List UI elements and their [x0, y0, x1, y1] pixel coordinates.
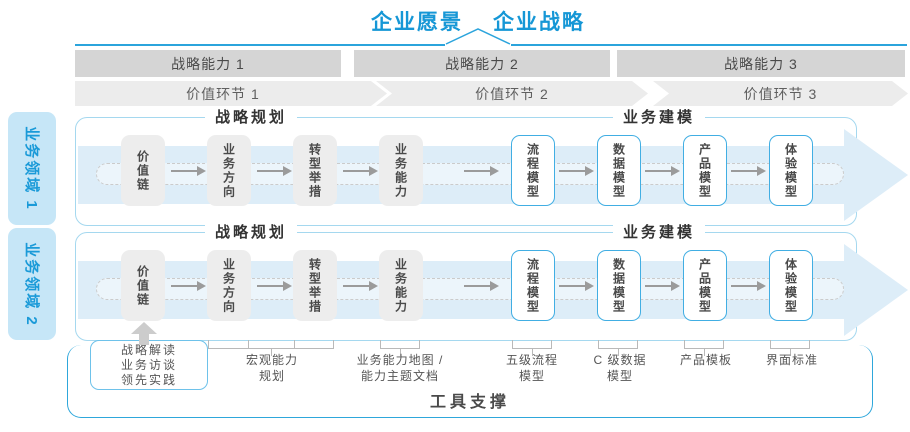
flow-arrow-icon — [257, 166, 292, 176]
node-transformation-initiatives: 转型举措 — [293, 250, 337, 321]
value-stream-arrowhead-icon — [844, 244, 908, 336]
connector-line-left — [75, 44, 445, 46]
capability-bar-label: 战略能力 3 — [724, 55, 798, 72]
panel-business-domain-2: 战略规划 业务建模 价值链 业务方向 转型举措 业务能力 流程模型 数据模型 产… — [75, 222, 908, 341]
section-title-business-modeling: 业务建模 — [612, 107, 706, 128]
node-business-capability: 业务能力 — [379, 250, 423, 321]
section-title-strategic-planning: 战略规划 — [204, 222, 298, 243]
capability-bar-3: 战略能力 3 — [617, 50, 905, 77]
bracket-connector — [380, 340, 420, 356]
tool-support-label: 工具支撑 — [429, 394, 510, 411]
bracket-connector — [684, 340, 724, 356]
value-link-chevron-3: 价值环节 3 — [653, 81, 908, 106]
node-experience-model: 体验模型 — [769, 135, 813, 206]
flow-arrow-icon — [464, 166, 499, 176]
bracket-connector — [208, 340, 334, 356]
value-stream-arrowhead-icon — [844, 129, 908, 221]
node-business-capability: 业务能力 — [379, 135, 423, 206]
capability-bar-1: 战略能力 1 — [75, 50, 341, 77]
domain-tab-label: 业务领域 2 — [22, 241, 40, 327]
domain-tab-1: 业务领域 1 — [8, 112, 56, 225]
flow-arrow-icon — [731, 281, 766, 291]
value-link-label: 价值环节 1 — [186, 85, 260, 102]
node-business-direction: 业务方向 — [207, 135, 251, 206]
bracket-connector — [770, 340, 810, 356]
flow-arrow-icon — [257, 281, 292, 291]
node-value-chain: 价值链 — [121, 135, 165, 206]
vision-title: 企业愿景 — [371, 11, 463, 34]
node-experience-model: 体验模型 — [769, 250, 813, 321]
value-link-chevron-1: 价值环节 1 — [75, 81, 387, 106]
section-title-strategic-planning: 战略规划 — [204, 107, 298, 128]
up-arrow-icon — [131, 322, 157, 345]
node-business-direction: 业务方向 — [207, 250, 251, 321]
section-title-business-modeling: 业务建模 — [612, 222, 706, 243]
flow-arrow-icon — [343, 281, 378, 291]
domain-tab-label: 业务领域 1 — [22, 126, 40, 211]
flow-arrow-icon — [559, 166, 594, 176]
node-value-chain: 价值链 — [121, 250, 165, 321]
annotation-data-model: C 级数据 模型 — [593, 353, 647, 383]
tool-support-container: 工具支撑 — [67, 345, 873, 418]
node-product-model: 产品模型 — [683, 135, 727, 206]
annotation-macro-capability: 宏观能力 规划 — [245, 353, 299, 383]
node-product-model: 产品模型 — [683, 250, 727, 321]
node-data-model: 数据模型 — [597, 250, 641, 321]
strategy-title: 企业战略 — [493, 11, 585, 34]
capability-bar-label: 战略能力 2 — [445, 55, 519, 72]
flow-arrow-icon — [645, 166, 680, 176]
annotation-ui-standard: 界面标准 — [765, 353, 819, 367]
node-transformation-initiatives: 转型举措 — [293, 135, 337, 206]
flow-arrow-icon — [464, 281, 499, 291]
capability-bar-label: 战略能力 1 — [171, 55, 245, 72]
practice-callout: 战略解读 业务访谈 领先实践 — [90, 340, 208, 390]
capability-bar-2: 战略能力 2 — [354, 50, 610, 77]
value-link-label: 价值环节 2 — [475, 85, 549, 102]
value-link-label: 价值环节 3 — [743, 85, 818, 102]
flow-arrow-icon — [645, 281, 680, 291]
annotation-product-template: 产品模板 — [679, 353, 733, 367]
flow-arrow-icon — [559, 281, 594, 291]
node-data-model: 数据模型 — [597, 135, 641, 206]
bracket-connector — [598, 340, 638, 356]
flow-arrow-icon — [171, 166, 206, 176]
flow-arrow-icon — [731, 166, 766, 176]
page-title: 企业愿景 企业战略 — [23, 6, 910, 36]
annotation-capability-map: 业务能力地图 / 能力主题文档 — [356, 353, 444, 383]
domain-tab-2: 业务领域 2 — [8, 228, 56, 340]
bracket-connector — [512, 340, 552, 356]
annotation-process-model: 五级流程 模型 — [505, 353, 559, 383]
node-process-model: 流程模型 — [511, 250, 555, 321]
flow-arrow-icon — [343, 166, 378, 176]
flow-arrow-icon — [171, 281, 206, 291]
node-process-model: 流程模型 — [511, 135, 555, 206]
roof-connector-icon — [445, 28, 511, 45]
connector-line-right — [511, 44, 907, 46]
panel-business-domain-1: 战略规划 业务建模 价值链 业务方向 转型举措 业务能力 流程模型 数据模型 产… — [75, 107, 908, 226]
value-link-chevron-2: 价值环节 2 — [376, 81, 648, 106]
